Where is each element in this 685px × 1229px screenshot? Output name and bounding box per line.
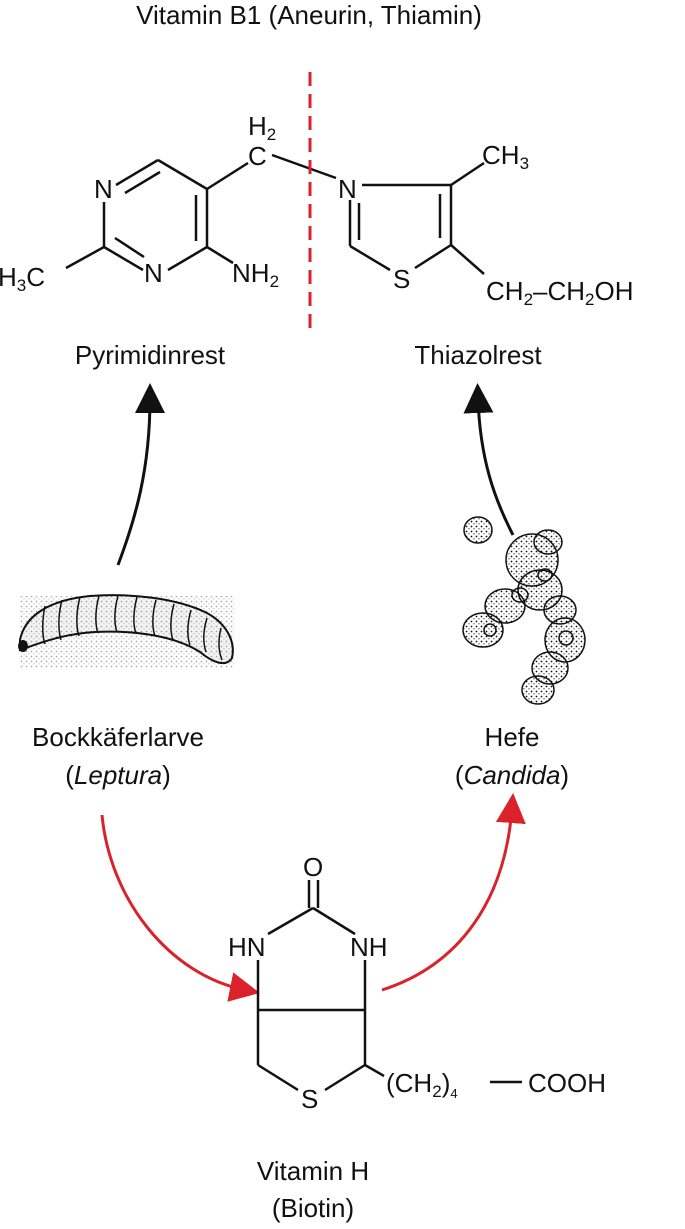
side-chain-oh: OH bbox=[594, 276, 634, 306]
pyrimidine-n-upper: N bbox=[94, 174, 113, 204]
larva-genus: (Leptura) bbox=[65, 760, 171, 790]
chain-sub: 2 bbox=[432, 1082, 442, 1101]
biotin-nh-right: NH bbox=[350, 932, 388, 962]
larva-name: Bockkäferlarve bbox=[32, 722, 204, 752]
yeast-cells-drawing bbox=[462, 516, 586, 705]
yeast-genus: (Candida) bbox=[454, 760, 570, 790]
side-chain-ch: CH bbox=[486, 276, 524, 306]
side-chain-sub-b: 2 bbox=[585, 290, 595, 309]
ch2-bridge-h2: H2 bbox=[248, 111, 276, 143]
biotin-ring-bonds bbox=[256, 880, 522, 1092]
biotin-cooh: COOH bbox=[528, 1068, 606, 1098]
methyl-left: H3C bbox=[0, 262, 46, 294]
arrow-yeast-to-thiazole bbox=[463, 383, 515, 536]
thiazole-part-label: Thiazolrest bbox=[414, 340, 542, 370]
methyl-left-h: H bbox=[0, 262, 17, 292]
arrow-larva-to-pyrimidine bbox=[116, 383, 165, 566]
ch2-bridge-c: C bbox=[248, 141, 267, 171]
biotin-trivial-name: (Biotin) bbox=[271, 1193, 355, 1223]
larva-genus-italic: Leptura bbox=[73, 760, 163, 790]
methyl-right: CH3 bbox=[482, 140, 529, 172]
ch2-h-sub: 2 bbox=[266, 125, 277, 144]
chain-close: ) bbox=[441, 1068, 451, 1098]
methyl-right-ch: CH bbox=[482, 140, 520, 170]
pyrimidine-part-label: Pyrimidinrest bbox=[74, 340, 226, 370]
pyrimidine-ring-bonds bbox=[65, 153, 337, 272]
side-chain-sub-a: 2 bbox=[523, 290, 534, 309]
beetle-larva-drawing bbox=[18, 594, 234, 668]
thiazole-n: N bbox=[338, 174, 357, 204]
arrow-larva-to-biotin bbox=[100, 814, 260, 1002]
biotin-name: Vitamin H bbox=[256, 1156, 370, 1186]
biotin-s: S bbox=[301, 1084, 319, 1114]
amino-sub: 2 bbox=[269, 272, 280, 291]
yeast-name: Hefe bbox=[484, 722, 540, 752]
thiazole-ring-bonds bbox=[348, 161, 485, 275]
hydroxyethyl-side-chain: CH2–CH2OH bbox=[486, 276, 634, 308]
figure-title: Vitamin B1 (Aneurin, Thiamin) bbox=[136, 0, 482, 30]
side-chain-dash-ch: –CH bbox=[533, 276, 586, 306]
biotin-valeric-chain: (CH2)4 bbox=[386, 1068, 458, 1100]
pyrimidine-n-lower: N bbox=[144, 258, 163, 288]
chain-n: 4 bbox=[450, 1086, 458, 1101]
biotin-hn-left: HN bbox=[228, 932, 266, 962]
methyl-left-sub: 3 bbox=[16, 276, 27, 295]
methyl-left-c: C bbox=[26, 262, 46, 292]
chain-open: (CH bbox=[386, 1068, 433, 1098]
amino-group: NH2 bbox=[232, 258, 279, 290]
amino-nh: NH bbox=[232, 258, 270, 288]
thiazole-s: S bbox=[393, 264, 411, 294]
arrow-biotin-to-yeast bbox=[381, 793, 526, 992]
yeast-genus-italic: Candida bbox=[463, 760, 561, 790]
ch2-h: H bbox=[248, 111, 267, 141]
biotin-carbonyl-o: O bbox=[303, 852, 324, 882]
methyl-right-sub: 3 bbox=[519, 154, 530, 173]
